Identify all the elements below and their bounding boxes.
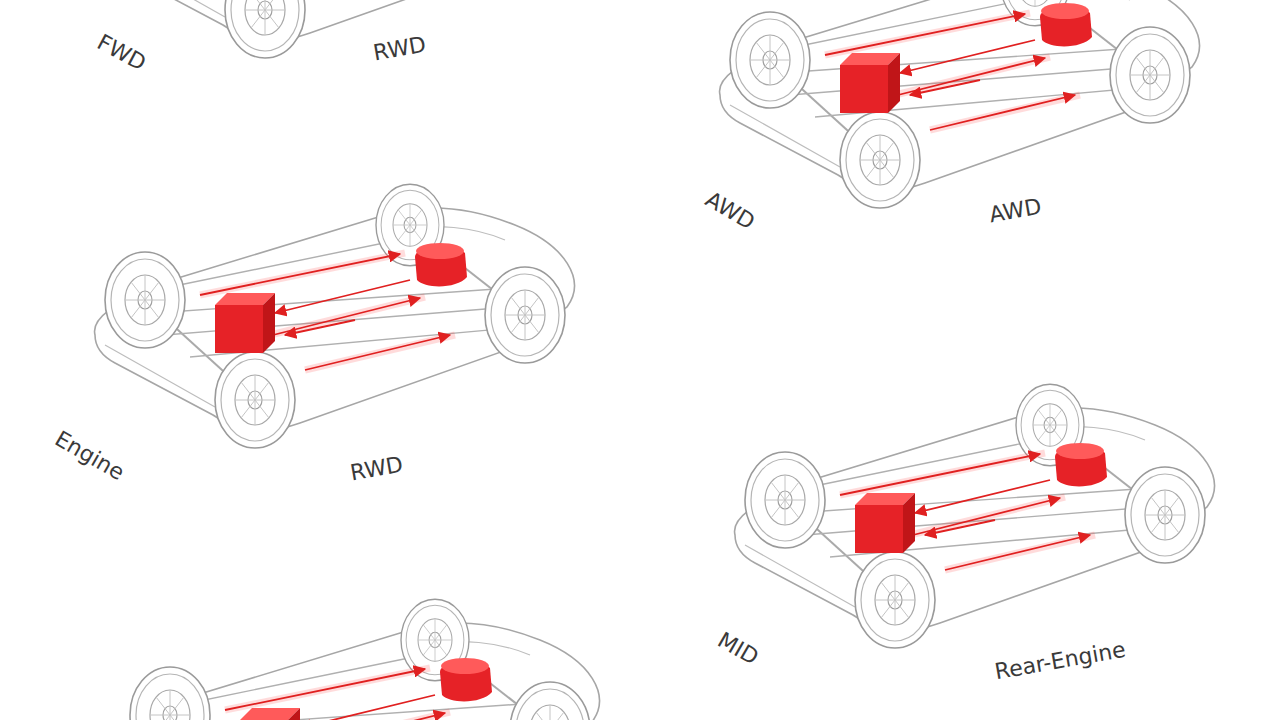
drivetrain-label: AWD [987, 193, 1043, 227]
drivetrain-label: AWD [701, 186, 759, 234]
car-chassis [720, 0, 1200, 208]
car-chassis [95, 184, 575, 448]
drivetrain-label: RWD [349, 451, 406, 485]
drivetrain-label: Engine [51, 425, 129, 484]
drivetrain-label: Rear-Engine [993, 636, 1128, 684]
car-chassis [120, 599, 600, 720]
drivetrain-label: MID [713, 627, 762, 670]
drivetrain-label: RWD [372, 31, 429, 65]
car-chassis [105, 0, 585, 58]
drivetrain-label: FWD [93, 29, 150, 75]
car-chassis [735, 384, 1215, 648]
